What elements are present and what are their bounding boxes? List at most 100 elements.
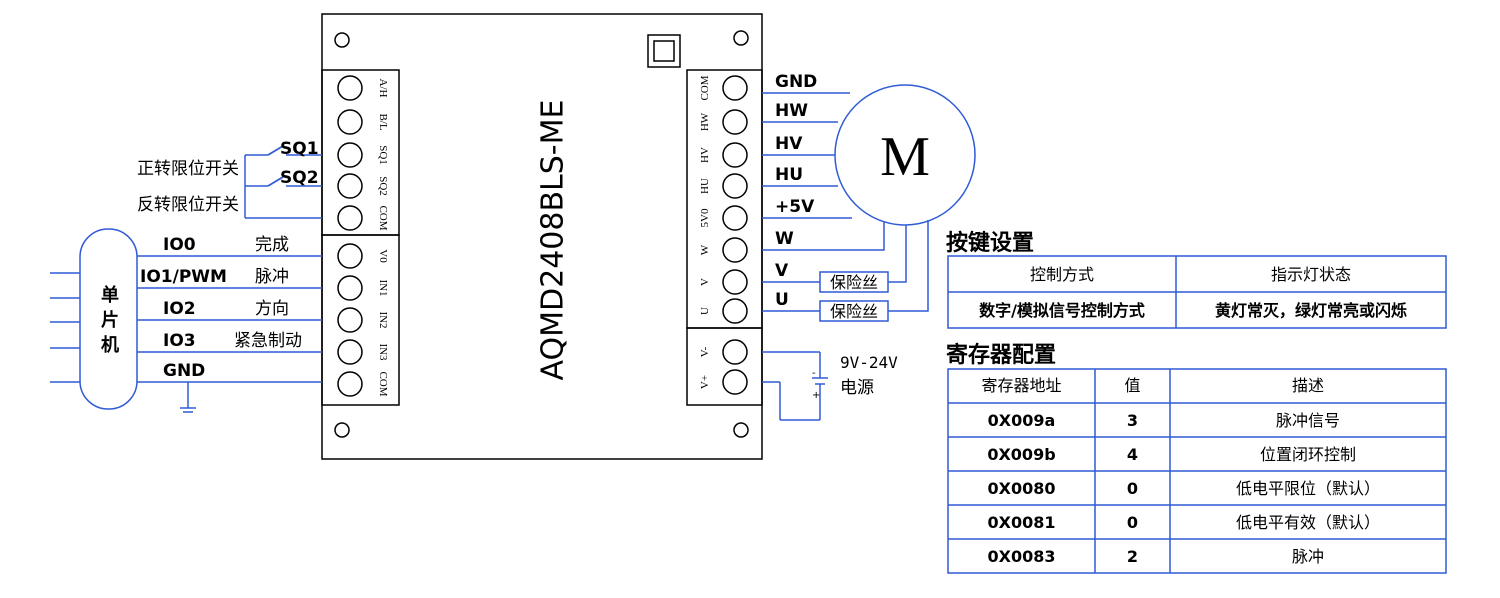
terminal-screw-icon (722, 109, 748, 135)
power-wiring (762, 351, 828, 421)
right-terminal-block (686, 69, 763, 329)
power-voltage: 9V-24V (840, 353, 898, 372)
motor-wire-label: +5V (775, 197, 815, 217)
terminal-label: V+ (699, 375, 711, 389)
mcu-label-1: 单 (101, 284, 119, 306)
register-header: 值 (1124, 376, 1140, 395)
sq2-label: SQ2 (280, 168, 319, 188)
terminal-label: SQ1 (377, 145, 389, 165)
key-header-mode: 控制方式 (1030, 265, 1094, 284)
mcu-label-3: 机 (101, 335, 119, 356)
forward-limit-label: 正转限位开关 (137, 159, 239, 179)
fuse-v-label: 保险丝 (830, 273, 878, 292)
terminal-label: 5V0 (699, 208, 711, 227)
terminal-label: IN2 (377, 311, 389, 328)
mounting-hole-icon (733, 422, 749, 438)
register-cell: 3 (1127, 411, 1138, 430)
register-cell: 低电平有效（默认） (1236, 513, 1380, 532)
terminal-screw-icon (337, 243, 363, 269)
terminal-screw-icon (337, 75, 363, 101)
terminal-screw-icon (337, 142, 363, 168)
power-minus: - (812, 368, 816, 379)
register-cell: 脉冲 (1292, 547, 1324, 566)
signal-pin-label: IO3 (163, 331, 196, 351)
terminal-label: COM (377, 371, 389, 396)
terminal-label: V (699, 278, 711, 286)
signal-pin-label: IO2 (163, 299, 196, 319)
signal-function-label: 完成 (255, 235, 289, 255)
terminal-label: V- (699, 346, 711, 357)
key-settings-title: 按键设置 (946, 230, 1034, 256)
signal-pin-label: IO0 (163, 235, 196, 255)
motor-wire-label: HV (775, 134, 803, 154)
key-header-indicator: 指示灯状态 (1271, 265, 1351, 284)
terminal-screw-icon (722, 142, 748, 168)
terminal-screw-icon (337, 371, 363, 397)
terminal-label: U (699, 307, 711, 315)
terminal-label: V0 (377, 249, 389, 263)
reverse-limit-label: 反转限位开关 (137, 195, 239, 215)
register-cell: 位置闭环控制 (1260, 445, 1356, 464)
terminal-label: IN1 (377, 279, 389, 296)
signal-function-label: 脉冲 (255, 267, 289, 287)
terminal-screw-icon (722, 237, 748, 263)
terminal-label: HV (699, 147, 711, 163)
key-settings-table (947, 255, 1447, 329)
mcu-body (79, 228, 138, 410)
terminal-screw-icon (337, 307, 363, 333)
motor-wire-label: U (775, 290, 789, 310)
register-cell: 0X0080 (988, 479, 1056, 498)
motor-wire-label: HW (775, 101, 808, 121)
terminal-label: IN3 (377, 343, 389, 361)
controller-board (321, 13, 763, 460)
power-label: 电源 (840, 378, 874, 398)
terminal-screw-icon (722, 205, 748, 231)
terminal-label: COM (377, 205, 389, 230)
signal-pin-label: IO1/PWM (140, 267, 227, 287)
key-cell-indicator: 黄灯常灭，绿灯常亮或闪烁 (1215, 301, 1407, 320)
register-header: 寄存器地址 (981, 376, 1061, 395)
mounting-hole-icon (334, 32, 350, 48)
motor-wire-u-out (888, 220, 929, 312)
register-cell: 0X009a (988, 411, 1056, 430)
mcu-block (50, 228, 138, 410)
terminal-label: SQ2 (377, 176, 389, 196)
register-header: 描述 (1292, 376, 1324, 395)
mcu-label-2: 片 (101, 309, 119, 331)
terminal-screw-icon (337, 205, 363, 231)
terminal-screw-icon (722, 298, 748, 324)
limit-switch-wiring (244, 154, 322, 219)
register-cell: 低电平限位（默认） (1236, 479, 1380, 498)
terminal-screw-icon (722, 339, 748, 365)
switch-sq1-icon (267, 145, 284, 156)
terminal-screw-icon (337, 173, 363, 199)
left-terminal-circles (337, 75, 363, 397)
terminal-screw-icon (722, 269, 748, 295)
motor-wire-w (762, 222, 885, 251)
terminal-label: COM (699, 75, 711, 100)
signal-pin-label: GND (163, 361, 205, 381)
terminal-screw-icon (722, 75, 748, 101)
fuse-u-label: 保险丝 (830, 302, 878, 321)
power-plus: + (812, 390, 820, 401)
motor-wire-v-out (888, 225, 907, 283)
sq1-label: SQ1 (280, 139, 319, 159)
register-cell: 0 (1127, 479, 1138, 498)
register-cell: 4 (1127, 445, 1138, 464)
board-model: AQMD2408BLS-ME (536, 100, 571, 381)
terminal-label: HU (699, 178, 711, 194)
switch-contacts (267, 145, 284, 187)
terminal-screw-icon (722, 173, 748, 199)
motor-wire-label: GND (775, 72, 817, 92)
register-cell: 0 (1127, 513, 1138, 532)
register-cell: 0X0083 (988, 547, 1056, 566)
terminal-label: B/L (377, 113, 389, 130)
register-cell: 0X009b (987, 445, 1055, 464)
signal-function-label: 方向 (255, 299, 289, 319)
terminal-label: W (699, 244, 711, 255)
